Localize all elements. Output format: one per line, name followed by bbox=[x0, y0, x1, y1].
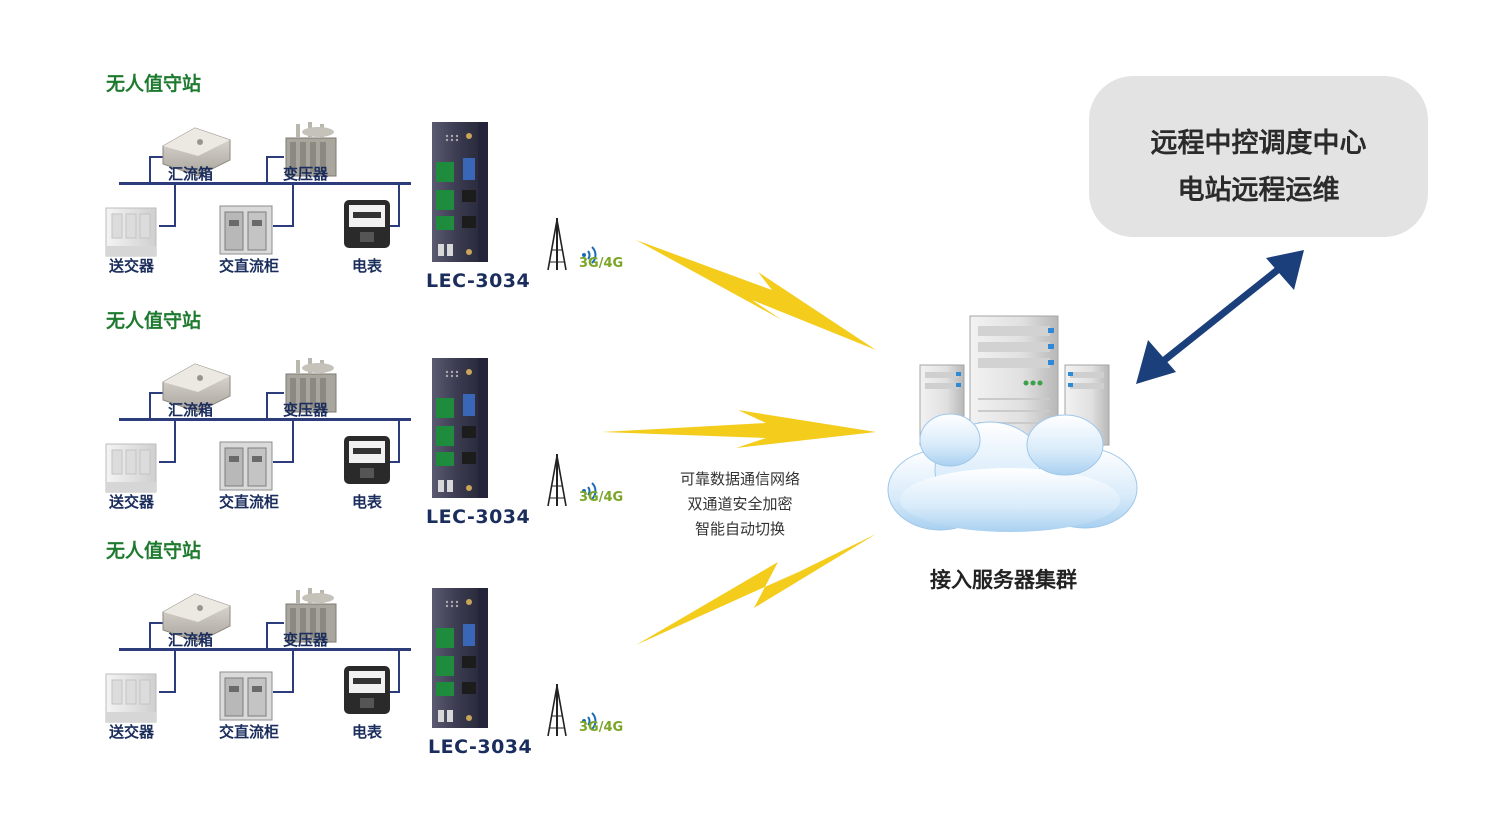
lightning-bolt-bottom bbox=[636, 534, 876, 645]
lightning-bolt-middle bbox=[602, 410, 876, 448]
gateway-label: LEC-3034 bbox=[426, 506, 531, 528]
cloud-icon bbox=[887, 413, 1138, 532]
control-center-box: 远程中控调度中心 电站远程运维 bbox=[1089, 76, 1428, 237]
network-feature-encryption: 双通道安全加密 bbox=[687, 495, 793, 513]
station-title: 无人值守站 bbox=[106, 73, 202, 95]
combiner-label: 汇流箱 bbox=[168, 631, 214, 649]
inverter-label: 送交器 bbox=[109, 723, 155, 741]
ac-dc-cabinet-label: 交直流柜 bbox=[219, 493, 280, 511]
ac-dc-cabinet-label: 交直流柜 bbox=[219, 723, 280, 741]
network-feature-reliable: 可靠数据通信网络 bbox=[679, 470, 800, 488]
combiner-label: 汇流箱 bbox=[168, 165, 214, 183]
meter-label: 电表 bbox=[352, 493, 383, 511]
station-title: 无人值守站 bbox=[106, 540, 202, 562]
transformer-label: 变压器 bbox=[283, 401, 329, 419]
transformer-label: 变压器 bbox=[283, 631, 329, 649]
inverter-label: 送交器 bbox=[109, 257, 155, 275]
network-label: 3G/4G bbox=[579, 490, 624, 505]
gateway-label: LEC-3034 bbox=[428, 736, 533, 758]
meter-label: 电表 bbox=[352, 257, 383, 275]
lightning-bolt-top bbox=[636, 240, 876, 350]
server-cluster-label: 接入服务器集群 bbox=[930, 568, 1077, 592]
control-center-subtitle: 电站远程运维 bbox=[1177, 175, 1340, 206]
meter-label: 电表 bbox=[352, 723, 383, 741]
combiner-label: 汇流箱 bbox=[168, 401, 214, 419]
ac-dc-cabinet-label: 交直流柜 bbox=[219, 257, 280, 275]
network-label: 3G/4G bbox=[579, 720, 624, 735]
network-features: 可靠数据通信网络 双通道安全加密 智能自动切换 bbox=[650, 467, 830, 542]
bidirectional-arrow-icon bbox=[1136, 250, 1304, 384]
gateway-label: LEC-3034 bbox=[426, 270, 531, 292]
inverter-label: 送交器 bbox=[109, 493, 155, 511]
transformer-label: 变压器 bbox=[283, 165, 329, 183]
network-label: 3G/4G bbox=[579, 256, 624, 271]
station-title: 无人值守站 bbox=[106, 310, 202, 332]
control-center-title: 远程中控调度中心 bbox=[1150, 128, 1367, 159]
network-feature-switching: 智能自动切换 bbox=[694, 520, 785, 538]
